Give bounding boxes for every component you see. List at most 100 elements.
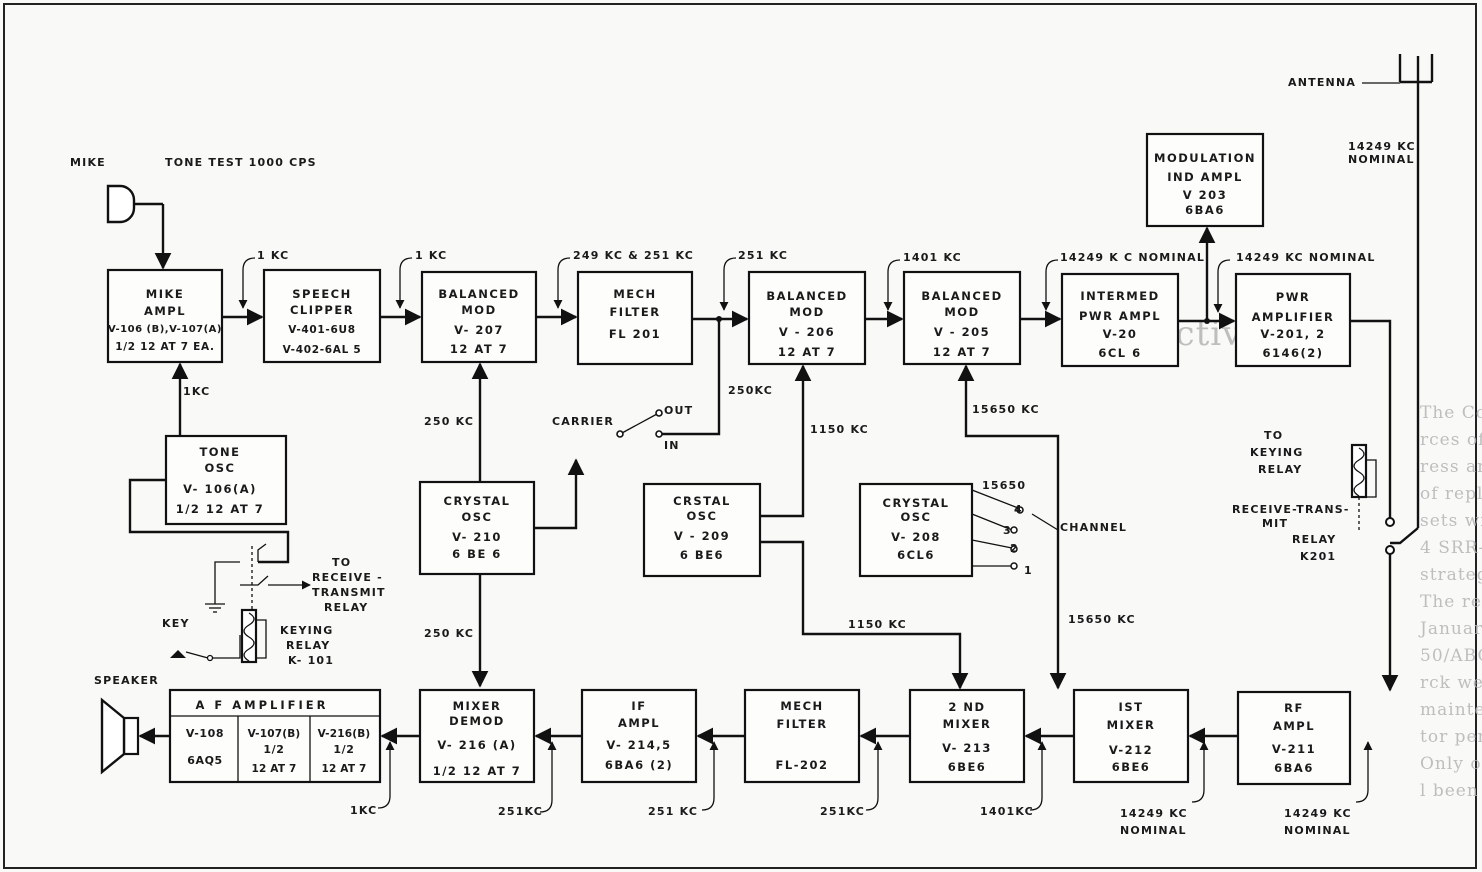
carrier-in-label: IN [664,439,680,452]
rt-relay-2: MIT [1262,517,1288,530]
svg-text:A F AMPLIFIER: A F AMPLIFIER [196,698,329,712]
svg-text:FL-202: FL-202 [776,758,829,772]
svg-text:V - 209: V - 209 [674,529,730,543]
svg-text:rck were designated: rck were designated [1420,673,1482,693]
carrier-switch[interactable] [616,319,721,438]
freq-15650kc-a: 15650 KC [972,403,1040,416]
to-rt-relay-4: RELAY [324,601,368,614]
svg-text:1/2: 1/2 [263,743,284,756]
svg-text:V-106 (B),V-107(A): V-106 (B),V-107(A) [108,324,222,335]
svg-text:6 BE 6: 6 BE 6 [452,547,502,561]
svg-text:6AQ5: 6AQ5 [187,754,223,767]
block-crystal-osc-v208: CRYSTAL OSC V- 208 6CL6 [858,482,974,578]
svg-text:FILTER: FILTER [776,717,827,731]
svg-text:OSC: OSC [901,510,932,524]
svg-text:AMPL: AMPL [1273,719,1315,733]
to-keying-relay-2: KEYING [1250,446,1304,459]
svg-text:6146(2): 6146(2) [1262,346,1323,360]
freq-251kc-bottom-a: 251KC [498,805,543,818]
svg-text:strategic responsibility.: strategic responsibility. [1420,565,1482,585]
svg-text:1/2 12 AT 7 EA.: 1/2 12 AT 7 EA. [115,341,214,353]
svg-text:SPEECH: SPEECH [292,287,352,301]
block-intermed-pwr-ampl: INTERMED PWR AMPL V-20 6CL 6 [1060,272,1180,368]
channel-selector-switch[interactable] [971,489,1059,570]
block-tone-osc: TONE OSC V- 106(A) 1/2 12 AT 7 [164,434,288,526]
svg-text:AMPL: AMPL [144,304,186,318]
channel-label: CHANNEL [1060,521,1127,534]
block-crystal-osc-v210: CRYSTAL OSC V- 210 6 BE 6 [418,480,536,576]
svg-text:MECH: MECH [613,287,656,301]
to-rt-relay-1: TO [332,556,351,569]
mike-label: MIKE [70,156,106,169]
to-keying-relay-1: TO [1264,429,1283,442]
svg-text:sets with AN/SRR-13A and: sets with AN/SRR-13A and [1420,511,1482,531]
freq-1kc-a: 1 KC [257,249,289,262]
freq-nominal-antenna: NOMINAL [1348,153,1415,166]
block-mike-ampl: MIKE AMPL V-106 (B),V-107(A) 1/2 12 AT 7… [106,268,224,364]
freq-249-251: 249 KC & 251 KC [573,249,694,262]
svg-text:AMPLIFIER: AMPLIFIER [1252,310,1335,324]
key-label: KEY [162,617,190,630]
block-mech-filter-fl202: MECH FILTER FL-202 [743,688,861,784]
freq-14249-bottom-a1: 14249 KC [1120,807,1188,820]
svg-text:January when AN/SRR-13A: January when AN/SRR-13A [1418,619,1482,639]
block-pwr-amplifier: PWR AMPLIFIER V-201, 2 6146(2) [1234,272,1352,368]
svg-text:DEMOD: DEMOD [449,714,505,728]
microphone-icon [106,184,163,224]
svg-text:MIKE: MIKE [146,287,185,301]
svg-text:Only one RBB: Only one RBB [1420,754,1482,774]
block-mech-filter-fl201: MECH FILTER FL 201 [576,270,694,366]
svg-text:6CL 6: 6CL 6 [1098,346,1141,360]
block-modulation-ind-ampl: MODULATION IND AMPL V 203 6BA6 [1145,132,1265,228]
bleed-through-text: Activities The Commanders of the Sea rce… [1149,314,1482,801]
svg-text:CLIPPER: CLIPPER [290,303,354,317]
svg-text:12 AT 7: 12 AT 7 [321,763,366,775]
svg-text:MOD: MOD [944,305,979,319]
svg-text:BALANCED: BALANCED [438,287,519,301]
freq-14249-nominal-a: 14249 K C NOMINAL [1060,251,1205,264]
channel-1-label: 1 [1024,564,1033,577]
freq-14249-antenna: 14249 KC [1348,140,1416,153]
svg-text:12 AT 7: 12 AT 7 [251,763,296,775]
svg-text:12 AT 7: 12 AT 7 [778,345,836,359]
svg-text:MECH: MECH [780,699,823,713]
svg-text:1/2 12 AT 7: 1/2 12 AT 7 [433,764,522,778]
svg-text:4 SRR-13A on vessels which: 4 SRR-13A on vessels which [1420,538,1482,558]
block-balanced-mod-v205: BALANCED MOD V - 205 12 AT 7 [902,270,1022,366]
keying-relay-2: RELAY [286,639,330,652]
channel-4-label: 4 [1014,503,1023,516]
svg-text:V-212: V-212 [1109,743,1153,757]
block-speech-clipper: SPEECH CLIPPER V-401-6U8 V-402-6AL 5 [262,268,382,364]
freq-14249-bottom-b2: NOMINAL [1284,824,1351,837]
svg-text:CRYSTAL: CRYSTAL [444,494,511,508]
antenna-icon [1362,54,1434,528]
svg-text:V 203: V 203 [1183,188,1227,202]
rt-relay-3: RELAY [1292,533,1336,546]
test-point-hooks-bottom [377,741,1373,813]
speaker-label: SPEAKER [94,674,159,687]
block-1st-mixer: IST MIXER V-212 6BE6 [1072,688,1190,784]
svg-text:The Commanders of the Sea: The Commanders of the Sea [1420,403,1482,423]
to-rt-relay-3: TRANSMIT [312,586,386,599]
svg-text:V-211: V-211 [1272,742,1316,756]
freq-251kc-bottom-c: 251KC [820,805,865,818]
freq-14249-bottom-a2: NOMINAL [1120,824,1187,837]
freq-1401kc-top: 1401 KC [903,251,962,264]
key-icon [170,635,241,662]
speaker-icon [100,697,140,775]
svg-text:ress are completing an orderly: ress are completing an orderly [1420,457,1482,477]
channel-3-label: 3 [1003,524,1012,537]
svg-text:OSC: OSC [687,509,718,523]
svg-text:V- 213: V- 213 [942,741,992,755]
svg-text:PWR AMPL: PWR AMPL [1079,309,1161,323]
svg-text:CRSTAL: CRSTAL [673,494,731,508]
svg-text:IF: IF [631,699,646,713]
svg-text:6BA6: 6BA6 [1274,761,1314,775]
svg-text:V - 205: V - 205 [934,325,990,339]
svg-text:V-107(B): V-107(B) [248,728,301,740]
block-rf-ampl: RF AMPL V-211 6BA6 [1236,690,1352,786]
svg-text:V- 214,5: V- 214,5 [606,738,671,752]
svg-text:l been: l been [1420,781,1479,801]
